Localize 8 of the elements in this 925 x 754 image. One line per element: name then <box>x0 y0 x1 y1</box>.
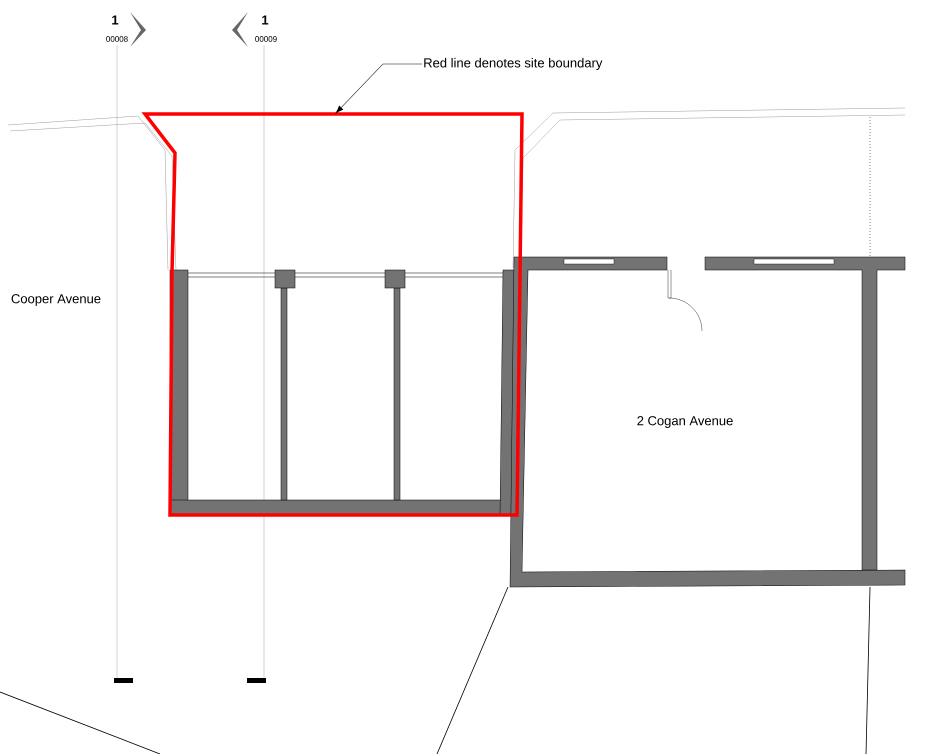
label-number: 1 <box>262 16 268 24</box>
sheet-number: 00009 <box>255 36 277 42</box>
label-number: 1 <box>112 16 118 24</box>
leader-line <box>336 64 422 114</box>
sheet-number: 00008 <box>106 36 128 42</box>
building-name: 2 Cogan Avenue <box>637 416 733 428</box>
street-name: Cooper Avenue <box>12 294 100 306</box>
note-text: Red line denotes site boundary <box>424 58 602 70</box>
